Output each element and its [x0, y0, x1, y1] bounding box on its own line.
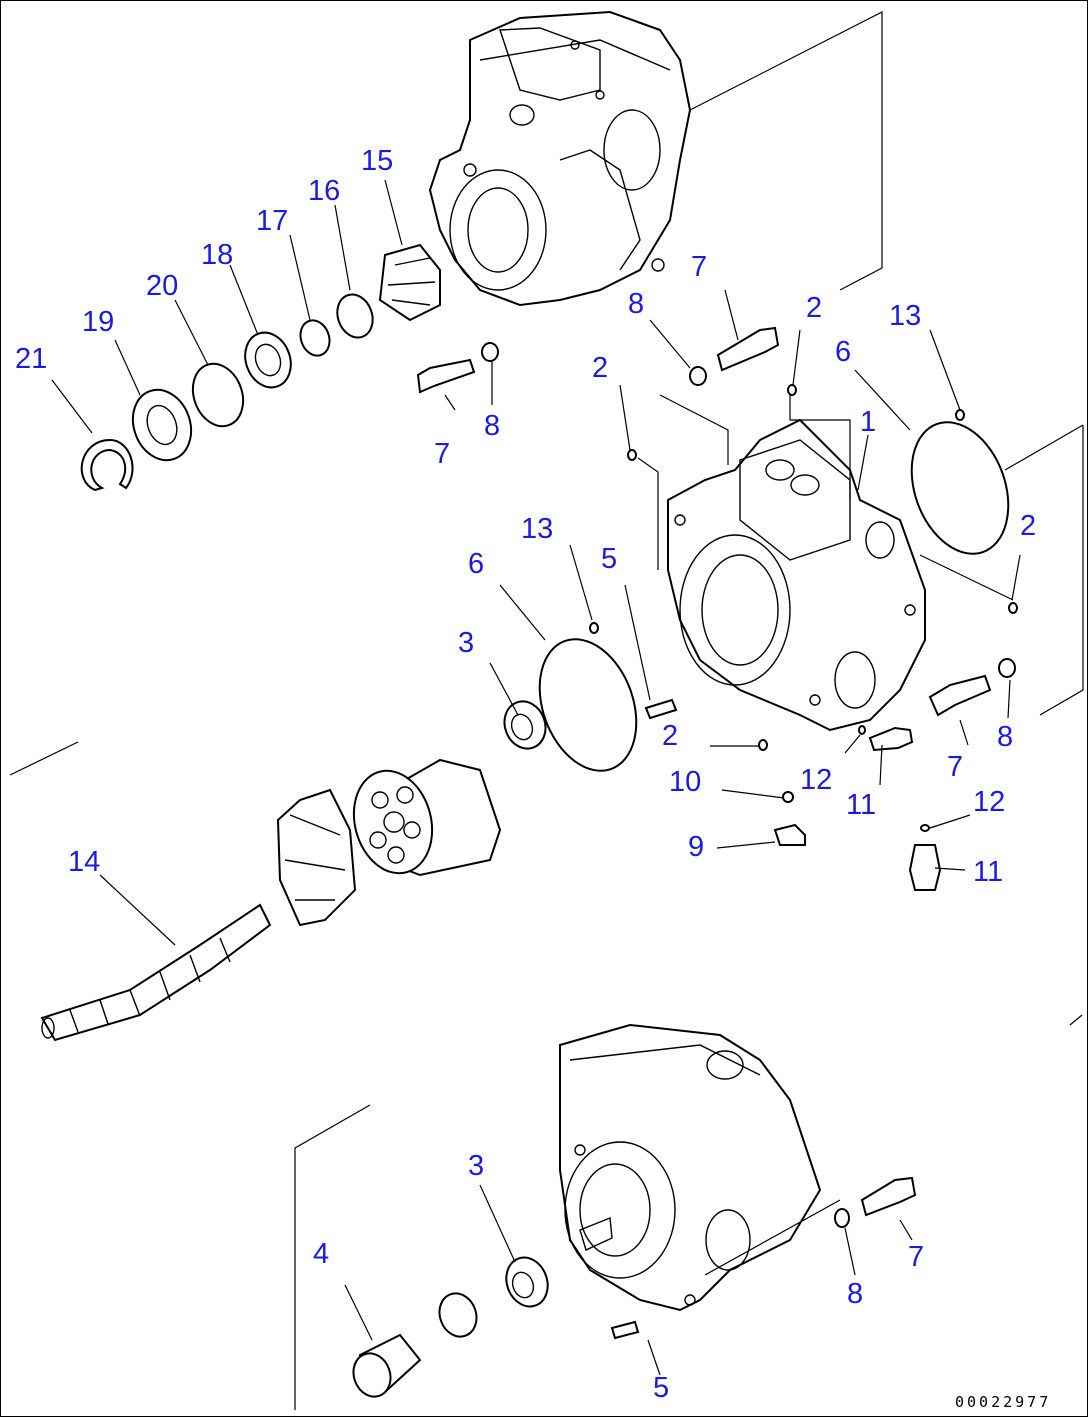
cylinder-block — [352, 758, 502, 877]
leader-lines — [51, 179, 1021, 1376]
callout-14: 14 — [68, 846, 100, 878]
callout-8-upper-left: 8 — [484, 410, 500, 442]
callout-10: 10 — [669, 766, 701, 798]
lower-assembly-bracket — [294, 1104, 841, 1410]
callout-12-a: 12 — [800, 764, 832, 796]
callout-12-b: 12 — [973, 786, 1005, 818]
washer-8-lower — [834, 1208, 850, 1228]
pin-2-c — [1008, 602, 1018, 614]
middle-assembly-guides — [637, 394, 1084, 716]
callout-2-b: 2 — [806, 292, 822, 324]
callout-2-a: 2 — [592, 352, 608, 384]
assembly-axis-lines — [9, 741, 1083, 1026]
seal-19 — [131, 388, 193, 462]
snap-ring-21 — [80, 438, 134, 492]
bearing-3-middle — [503, 700, 547, 750]
bolt-7-lower — [860, 1176, 917, 1217]
bearing-15 — [378, 243, 441, 322]
callout-20: 20 — [146, 270, 178, 302]
callout-16: 16 — [308, 175, 340, 207]
callout-8-upper-right: 8 — [628, 288, 644, 320]
callout-5-lower: 5 — [653, 1372, 669, 1404]
ball-10 — [782, 791, 794, 803]
bolt-7-upper-left — [416, 358, 476, 394]
callout-2-d: 2 — [662, 720, 678, 752]
o-ring-6-left — [538, 638, 638, 772]
pin-5-lower — [610, 1320, 640, 1340]
o-ring-6-right — [910, 421, 1010, 555]
callout-11-a: 11 — [846, 789, 876, 821]
callout-8-lower: 8 — [847, 1278, 863, 1310]
callout-6-left: 6 — [468, 548, 484, 580]
washer-8-upper-left — [481, 342, 499, 362]
pin-2-b — [627, 449, 637, 461]
bearing-3-lower — [505, 1256, 549, 1308]
seal-13-left — [589, 622, 599, 634]
callout-19: 19 — [82, 306, 114, 338]
callout-6-right: 6 — [835, 336, 851, 368]
ring-17 — [299, 319, 331, 357]
callout-7-upper-right: 7 — [691, 251, 707, 283]
callout-3-lower: 3 — [468, 1150, 484, 1182]
callout-7-lower: 7 — [908, 1241, 924, 1273]
upper-pump-housing — [428, 10, 692, 307]
seal-13-right — [955, 409, 965, 421]
bearing-18 — [244, 331, 292, 389]
callout-5-middle: 5 — [601, 543, 617, 575]
callout-18: 18 — [201, 239, 233, 271]
o-ring-12-a — [858, 725, 866, 735]
collar-4 — [352, 1333, 422, 1398]
lower-pump-housing — [559, 1023, 822, 1312]
callout-13-right: 13 — [889, 300, 921, 332]
callout-4: 4 — [313, 1238, 329, 1270]
plug-11-b — [908, 844, 942, 891]
spring-9 — [773, 823, 806, 846]
pin-2-a — [787, 384, 797, 396]
middle-pump-body — [667, 418, 926, 732]
callout-2-c: 2 — [1020, 510, 1036, 542]
callout-1: 1 — [860, 406, 876, 438]
callout-9: 9 — [688, 831, 704, 863]
pin-2-d — [758, 739, 768, 751]
sleeve-lower — [438, 1292, 478, 1338]
upper-assembly-bracket — [689, 11, 883, 291]
o-ring-12-b — [920, 824, 930, 832]
callout-17: 17 — [256, 205, 288, 237]
plug-11-a — [868, 726, 914, 752]
callout-3-middle: 3 — [458, 627, 474, 659]
swash-plate — [276, 788, 357, 927]
bolt-7-upper-right — [716, 326, 780, 372]
callout-15: 15 — [361, 145, 393, 177]
callout-13-left: 13 — [521, 513, 553, 545]
drawing-number: 00022977 — [955, 1393, 1051, 1411]
bolt-7-middle — [928, 674, 992, 717]
washer-8-middle — [998, 658, 1016, 678]
washer-8-upper-right — [689, 366, 707, 386]
callout-7-middle: 7 — [947, 751, 963, 783]
callout-7-upper-left: 7 — [434, 438, 450, 470]
snap-ring-16 — [336, 293, 374, 339]
pin-5-middle — [644, 698, 678, 720]
callout-21: 21 — [15, 343, 47, 375]
callout-8-middle: 8 — [997, 721, 1013, 753]
shaft-14 — [40, 903, 272, 1042]
callout-11-b: 11 — [973, 856, 1003, 888]
shim-20 — [191, 362, 245, 428]
